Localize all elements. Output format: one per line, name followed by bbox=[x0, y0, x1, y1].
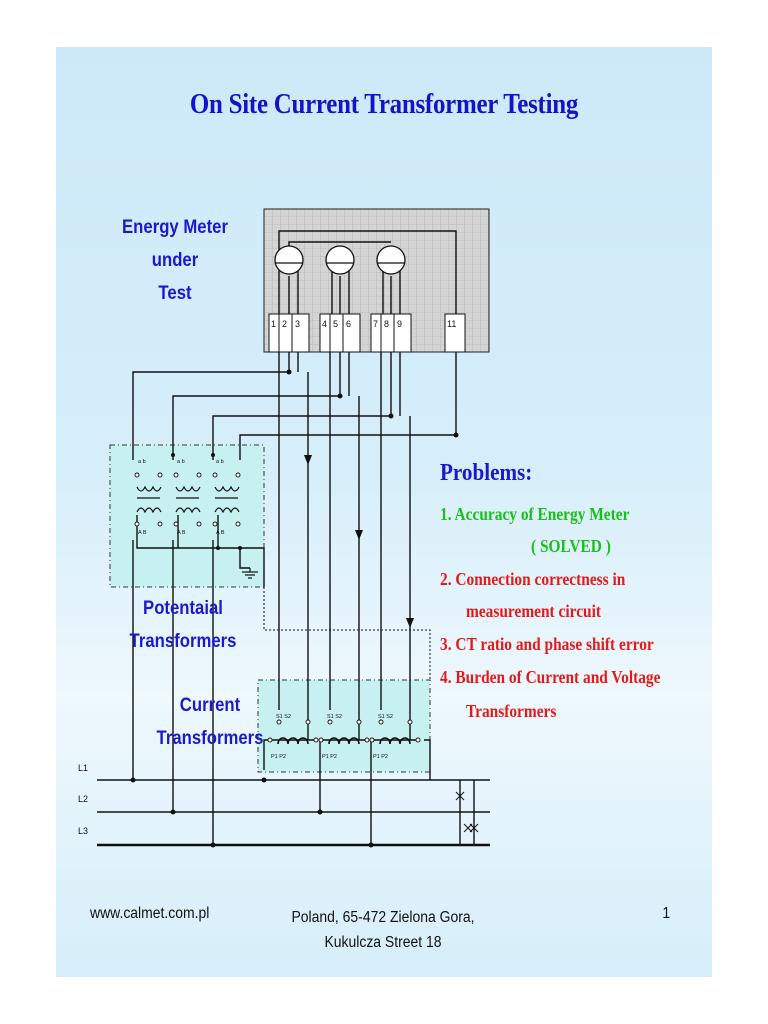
fuse-marks bbox=[455, 791, 479, 833]
ct-label-top: S1 S2 bbox=[378, 714, 393, 720]
meter-internal-wiring bbox=[278, 230, 457, 317]
footer-website[interactable]: www.calmet.com.pl bbox=[90, 905, 210, 922]
pt-box bbox=[109, 444, 265, 588]
terminal-label: 1 bbox=[271, 319, 276, 329]
terminal-label: 4 bbox=[322, 319, 327, 329]
pt-label-line2: Transformers bbox=[129, 631, 237, 652]
terminal-label: 11 bbox=[447, 319, 456, 329]
footer-address-line1: Poland, 65-472 Zielona Gora, bbox=[291, 909, 475, 926]
ct-label-line1: Current bbox=[179, 695, 241, 716]
problem-item: 1. Accuracy of Energy Meter bbox=[440, 504, 630, 524]
pt-label-top: a b bbox=[177, 459, 185, 465]
terminal-labels: 1 2 3 4 5 6 7 8 9 11 bbox=[271, 319, 456, 329]
terminal-label: 6 bbox=[346, 319, 351, 329]
pt-label-bottom: A B bbox=[177, 530, 186, 536]
terminal-label: 2 bbox=[282, 319, 287, 329]
ground-symbol bbox=[242, 568, 258, 579]
meter-coils bbox=[274, 245, 406, 275]
ct-label-top: S1 S2 bbox=[276, 714, 291, 720]
problem-item: ( SOLVED ) bbox=[531, 536, 611, 556]
line-labels: L1 L2 L3 bbox=[78, 763, 88, 836]
terminal-label: 5 bbox=[333, 319, 338, 329]
footer-address: Poland, 65-472 Zielona Gora, Kukulcza St… bbox=[280, 905, 487, 955]
terminal-label: 8 bbox=[384, 319, 389, 329]
ct-label-bottom: P1 P2 bbox=[322, 754, 337, 760]
terminal-label: 3 bbox=[295, 319, 300, 329]
meter-label: Energy Meter under Test bbox=[105, 211, 246, 310]
meter-label-line1: Energy Meter under bbox=[122, 217, 228, 271]
line-label-l2: L2 bbox=[78, 794, 88, 804]
page-number: 1 bbox=[662, 905, 671, 922]
ct-label-top: S1 S2 bbox=[327, 714, 342, 720]
line-label-l3: L3 bbox=[78, 826, 88, 836]
terminal-label: 7 bbox=[373, 319, 378, 329]
junction-dots bbox=[130, 369, 459, 848]
pt-coils bbox=[136, 485, 240, 514]
pt-label: Potentaial Transformers bbox=[126, 592, 240, 658]
pt-terminal-labels: a b a b a b A B A B A B bbox=[138, 459, 225, 536]
dotted-link bbox=[263, 587, 431, 680]
problem-item: measurement circuit bbox=[466, 601, 602, 621]
ct-label-line2: Transformers bbox=[156, 728, 264, 749]
meter-label-line2: Test bbox=[158, 283, 192, 304]
terminal-label: 9 bbox=[397, 319, 402, 329]
line-label-l1: L1 bbox=[78, 763, 88, 773]
coil-3 bbox=[376, 245, 406, 275]
pt-label-top: a b bbox=[138, 459, 146, 465]
wiring bbox=[97, 352, 490, 847]
footer-address-line2: Kukulcza Street 18 bbox=[324, 934, 442, 951]
coil-1 bbox=[274, 245, 304, 275]
pt-label-top: a b bbox=[216, 459, 224, 465]
terminal-blocks bbox=[268, 313, 466, 353]
page-title: On Site Current Transformer Testing bbox=[189, 88, 579, 120]
ct-box bbox=[257, 679, 431, 773]
ct-terminal-labels: S1 S2 S1 S2 S1 S2 P1 P2 P1 P2 P1 P2 bbox=[271, 714, 393, 760]
current-arrows bbox=[304, 455, 414, 628]
terminal-circles bbox=[134, 472, 421, 743]
pt-label-line1: Potentaial bbox=[143, 598, 223, 619]
ct-label: Current Transformers bbox=[153, 689, 267, 755]
problems-heading: Problems: bbox=[440, 460, 533, 486]
ct-coils bbox=[270, 737, 418, 745]
ct-label-bottom: P1 P2 bbox=[373, 754, 388, 760]
pt-label-bottom: A B bbox=[138, 530, 147, 536]
problem-item: 3. CT ratio and phase shift error bbox=[440, 634, 654, 654]
problem-item: 4. Burden of Current and Voltage bbox=[440, 667, 661, 687]
ct-label-bottom: P1 P2 bbox=[271, 754, 286, 760]
coil-2 bbox=[325, 245, 355, 275]
pt-label-bottom: A B bbox=[216, 530, 225, 536]
problem-item: Transformers bbox=[466, 701, 557, 721]
problem-item: 2. Connection correctness in bbox=[440, 569, 626, 589]
